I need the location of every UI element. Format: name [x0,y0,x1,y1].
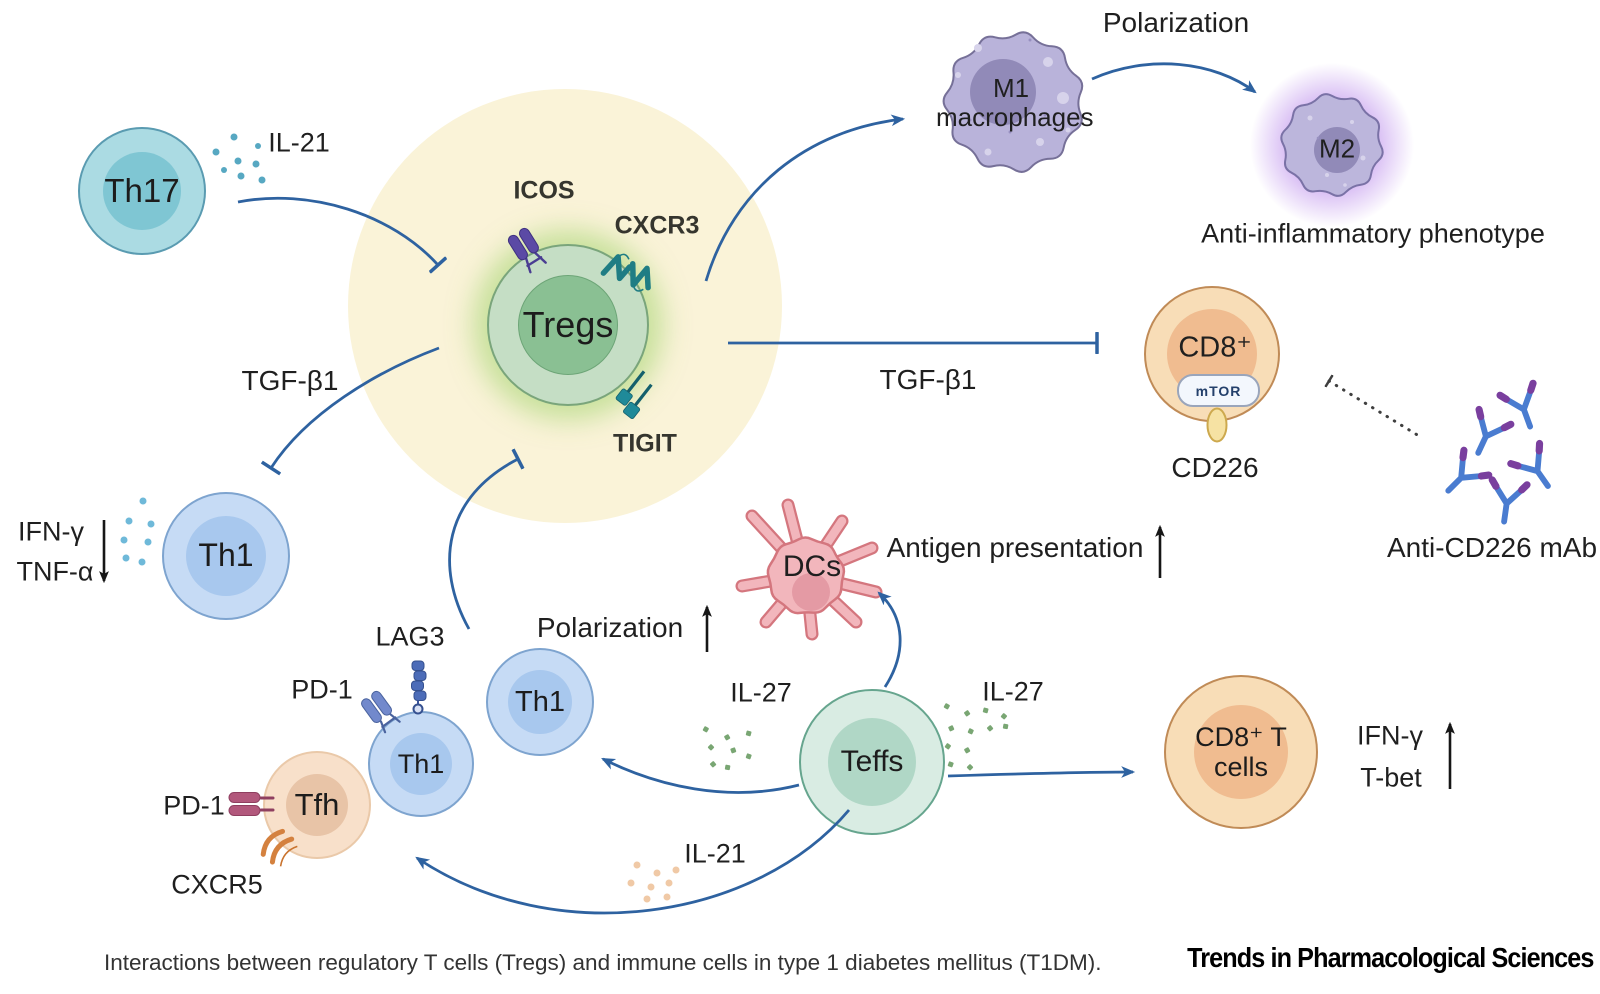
cell-teffs: Teffs [799,689,945,835]
anti-inflammatory-label: Anti-inflammatory phenotype [1201,218,1545,249]
ifng-right-label: IFN-γ [1357,720,1423,751]
antigen-presentation-label: Antigen presentation [886,532,1144,563]
arrow-mab-blocks-cd226 [1329,381,1421,438]
cell-tregs: Tregs [487,244,649,406]
arrow-th17-inhibits-tregs [237,196,438,265]
arrow-tregs-to-m1 [704,114,906,282]
cell-cd8-t: CD8⁺ T cells [1164,675,1318,829]
cell-th1-lower: Th1 [368,711,474,817]
dcs-label: DCs [782,550,842,583]
pd1-receptor-icon-th1 [361,690,401,734]
antibody-icon [1475,405,1515,456]
cell-tfh: Tfh [263,751,371,859]
cxcr5-receptor-icon [260,828,298,867]
mtor-badge: mTOR [1177,374,1260,407]
tigit-receptor-icon [615,370,653,420]
polarization-top-label: Polarization [1102,7,1250,38]
lag3-label: LAG3 [375,621,445,652]
arrow-teffs-il27-to-cd8t [947,766,1136,778]
tfh-label: Tfh [294,786,340,822]
tnfa-left-label: TNF-α [16,556,94,587]
il27-right-label: IL-27 [982,676,1044,707]
il21-bottom-label: IL-21 [684,838,746,869]
il21-top-dots [212,133,266,184]
th1-mid-label: Th1 [515,685,565,718]
il21-top-label: IL-21 [268,127,330,158]
th1-lower-nucleus [390,733,452,795]
il21-bottom-dots [627,861,680,903]
il27-left-dots [702,726,752,771]
th1-mid-nucleus [508,670,572,734]
tregs-label: Tregs [522,304,614,346]
cxcr3-label: CXCR3 [614,211,700,240]
th17-label: Th17 [104,171,180,209]
tfh-nucleus [286,774,348,836]
teffs-label: Teffs [840,745,904,779]
arrow-teffs-il27-to-th1 [601,757,800,794]
th1-lower-label: Th1 [397,748,445,779]
journal-logotype: Trends in Pharmacological Sciences [1187,942,1595,973]
tgfb1-right-label: TGF-β1 [879,364,977,395]
cd8-t-label: CD8⁺ T cells [1195,721,1287,782]
ifng-tnfa-dots [120,497,155,566]
antibody-icon [1488,476,1531,525]
pd1-tfh-label: PD-1 [163,790,225,821]
arrow-th1-inhibits-tregs [448,459,518,630]
lag3-receptor-icon [411,660,427,715]
tgfb1-left-label: TGF-β1 [241,365,339,396]
cxcr5-label: CXCR5 [171,869,263,900]
pd1-th1-label: PD-1 [291,674,353,705]
m2-label: M2 [1318,133,1356,164]
antibody-icon [1496,379,1537,430]
teffs-nucleus [828,718,916,806]
antibody-icon [1507,439,1551,489]
ifng-left-label: IFN-γ [18,516,84,547]
th1-upper-label: Th1 [198,537,254,574]
m1-macrophage-icon [942,31,1084,173]
cell-th17: Th17 [78,127,206,255]
antibody-icon [1445,446,1493,494]
cd8-label: CD8⁺ [1178,331,1252,364]
cd8-t-nucleus [1194,705,1288,799]
cell-th1-mid: Th1 [486,648,594,756]
arrow-tregs-tgfb1-inhibits-th1 [271,346,440,468]
cell-th1-upper: Th1 [162,492,290,620]
icos-label: ICOS [513,176,575,205]
tigit-label: TIGIT [613,429,677,458]
tregs-nucleus [518,275,618,375]
cd226-label: CD226 [1171,452,1259,483]
pd1-receptor-icon-tfh [228,792,275,816]
arrow-teffs-il21-to-tfh [415,809,851,915]
il27-left-label: IL-27 [730,677,792,708]
cxcr3-receptor-icon [600,253,651,292]
icos-receptor-icon [507,227,547,274]
polarization-mid-label: Polarization [536,612,684,643]
cd226-receptor-icon [1206,407,1228,443]
il27-right-dots [943,703,1009,771]
m2-macrophage-icon [1280,93,1384,197]
anti-cd226-mab-label: Anti-CD226 mAb [1386,532,1598,563]
th1-upper-nucleus [186,516,266,596]
th17-nucleus [103,152,181,230]
anti-cd226-antibody-icons [1445,379,1551,525]
mtor-label: mTOR [1195,382,1242,399]
dcs-cell-icon [735,498,883,641]
m1-label: M1 macrophages [936,72,1094,132]
arrow-m1-polarization-to-m2 [1091,62,1257,94]
tbet-right-label: T-bet [1360,762,1422,793]
arrow-teffs-to-dcs [877,591,902,688]
figure-caption: Interactions between regulatory T cells … [104,950,1102,975]
